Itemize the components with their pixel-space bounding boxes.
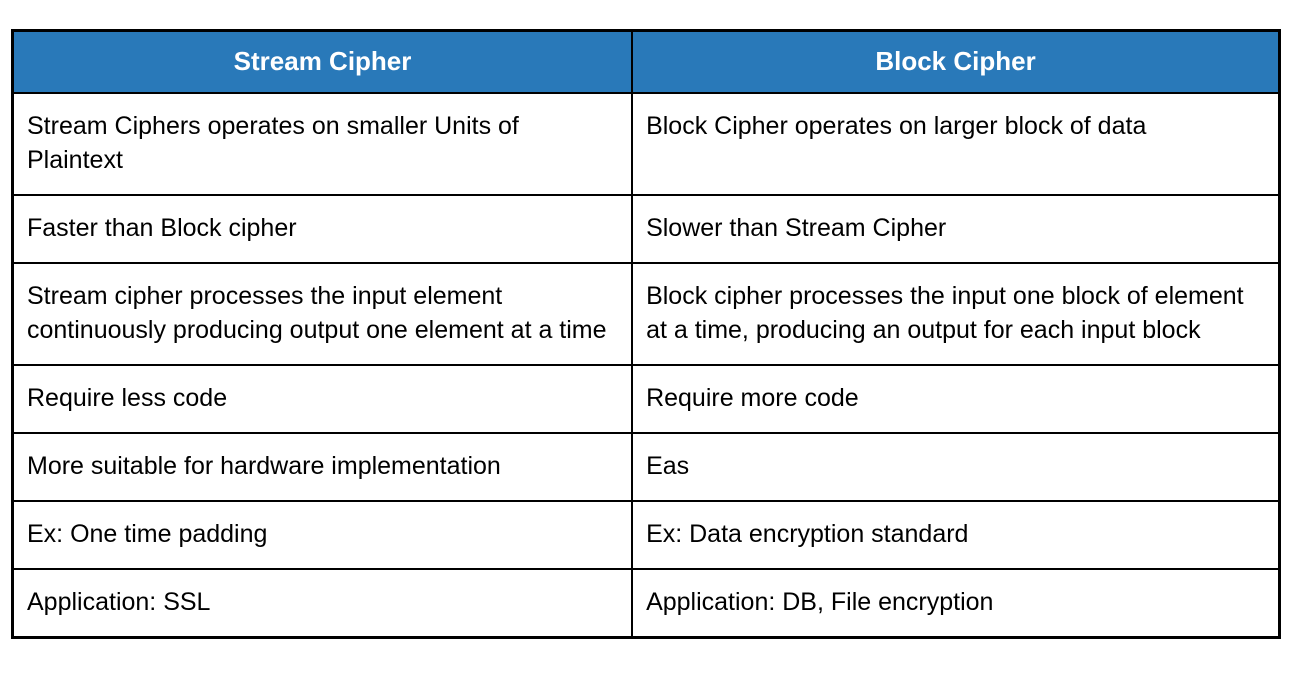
table-row: Application: SSL Application: DB, File e… <box>11 567 1281 638</box>
table-cell: Ex: Data encryption standard <box>631 499 1281 570</box>
table-cell: Slower than Stream Cipher <box>631 193 1281 264</box>
column-header-block-cipher: Block Cipher <box>631 29 1281 94</box>
table-row: More suitable for hardware implementatio… <box>11 431 1281 502</box>
table-cell: Block cipher processes the input one blo… <box>631 261 1281 366</box>
column-header-stream-cipher: Stream Cipher <box>11 29 634 94</box>
table-cell: Ex: One time padding <box>11 499 634 570</box>
table-cell: Stream Ciphers operates on smaller Units… <box>11 91 634 196</box>
table-row: Stream Ciphers operates on smaller Units… <box>11 91 1281 196</box>
table-cell: Eas <box>631 431 1281 502</box>
table-cell: Application: SSL <box>11 567 634 638</box>
header-row: Stream Cipher Block Cipher <box>11 29 1281 94</box>
table-cell: Require more code <box>631 363 1281 434</box>
table-row: Ex: One time padding Ex: Data encryption… <box>11 499 1281 570</box>
table-row: Faster than Block cipher Slower than Str… <box>11 193 1281 264</box>
table-cell: Block Cipher operates on larger block of… <box>631 91 1281 196</box>
table-row: Require less code Require more code <box>11 363 1281 434</box>
table-cell: Stream cipher processes the input elemen… <box>11 261 634 366</box>
table-cell: Faster than Block cipher <box>11 193 634 264</box>
table-row: Stream cipher processes the input elemen… <box>11 261 1281 366</box>
table-cell: Require less code <box>11 363 634 434</box>
table-cell: Application: DB, File encryption <box>631 567 1281 638</box>
cipher-comparison-table: Stream Cipher Block Cipher Stream Cipher… <box>11 29 1281 639</box>
table-cell: More suitable for hardware implementatio… <box>11 431 634 502</box>
